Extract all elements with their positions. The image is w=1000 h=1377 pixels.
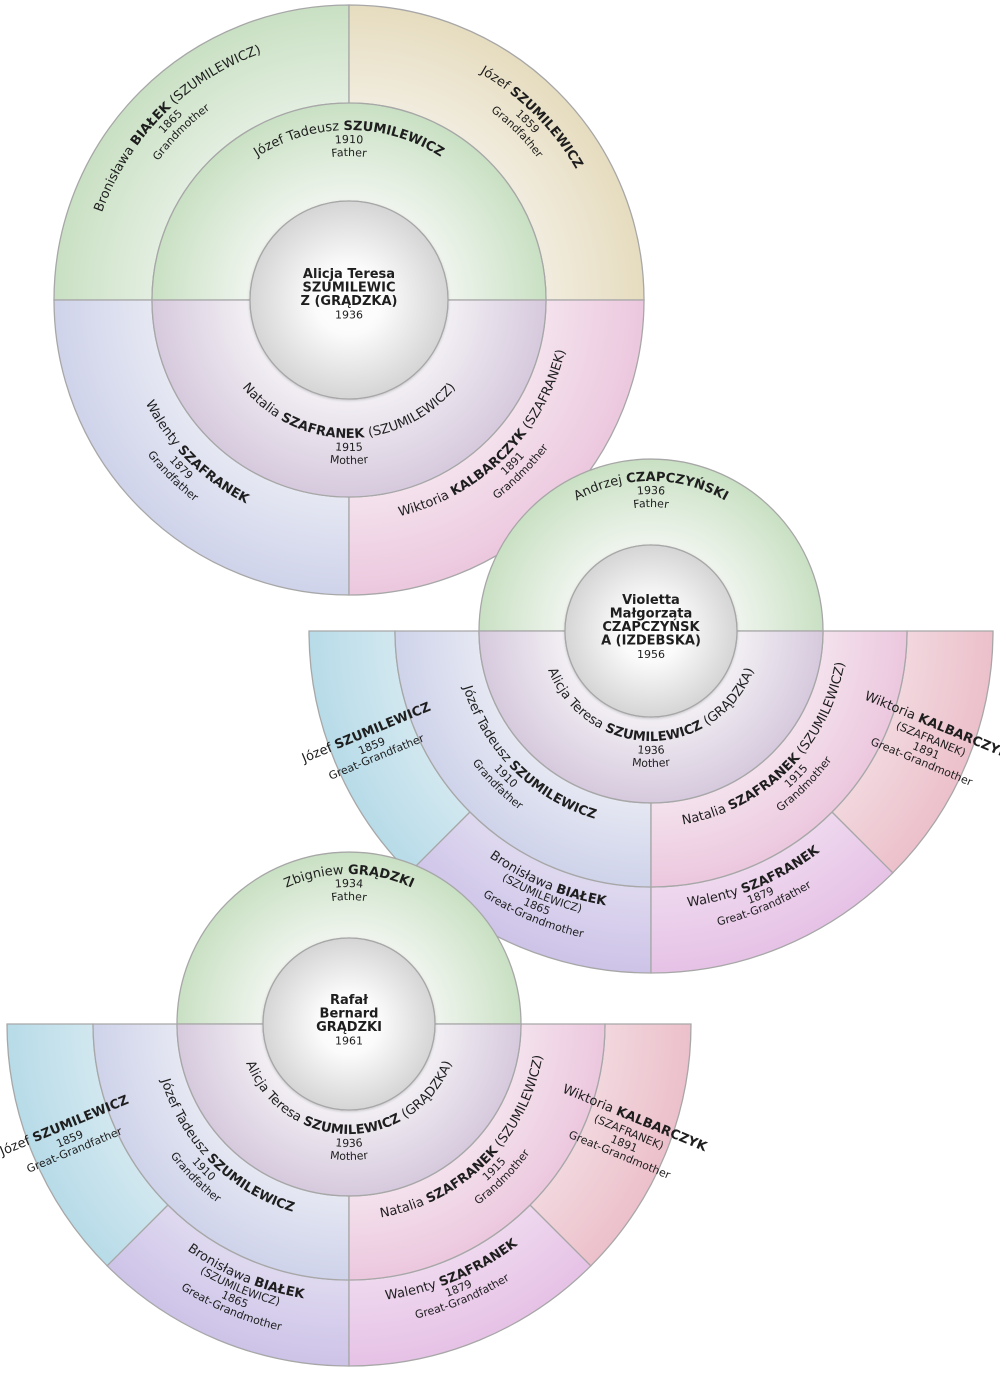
chart-3-father-label-line: Father	[331, 890, 368, 904]
chart-3-mother-label-line: 1936	[335, 1136, 363, 1150]
chart-3-root-person-name-line: GRĄDZKI	[316, 1020, 382, 1035]
father-label-line: Father	[331, 146, 368, 160]
root-person-1-name-line: SZUMILEWIC	[303, 280, 396, 295]
mother-label-line: 1915	[335, 440, 363, 454]
mother-label-line: Mother	[329, 453, 369, 467]
chart-2-root-person-name-line: Małgorzata	[610, 607, 693, 622]
chart-3-root-person-year: 1961	[335, 1034, 363, 1047]
root-person-1-name-line: Z (GRĄDZKA)	[301, 294, 398, 309]
root-person-circle[interactable]	[249, 200, 449, 400]
root-person-1-name-line: Alicja Teresa	[303, 267, 395, 282]
chart-3-mother-label-line: Mother	[329, 1149, 369, 1163]
chart-3-root-person-name-line: Bernard	[320, 1006, 379, 1021]
chart-2-root-person-name-line: A (IZDEBSKA)	[601, 634, 701, 649]
chart-2-father-label-line: Father	[633, 497, 670, 511]
chart-2-root-person-circle[interactable]	[564, 544, 738, 718]
chart-2-mother-label-line: Mother	[631, 756, 671, 770]
chart-2-root-person-year: 1956	[637, 648, 665, 661]
root-person-1-year: 1936	[335, 308, 363, 321]
chart-2-root-person-name-line: CZAPCZYŃSK	[602, 619, 700, 635]
chart-2-mother-label-line: 1936	[637, 743, 665, 757]
chart-2-root-person-name-line: Violetta	[622, 593, 680, 608]
segments-layer	[6, 4, 994, 1367]
chart-3-root-person-name-line: Rafał	[330, 993, 369, 1008]
chart-3-root-person-circle[interactable]	[262, 937, 436, 1111]
